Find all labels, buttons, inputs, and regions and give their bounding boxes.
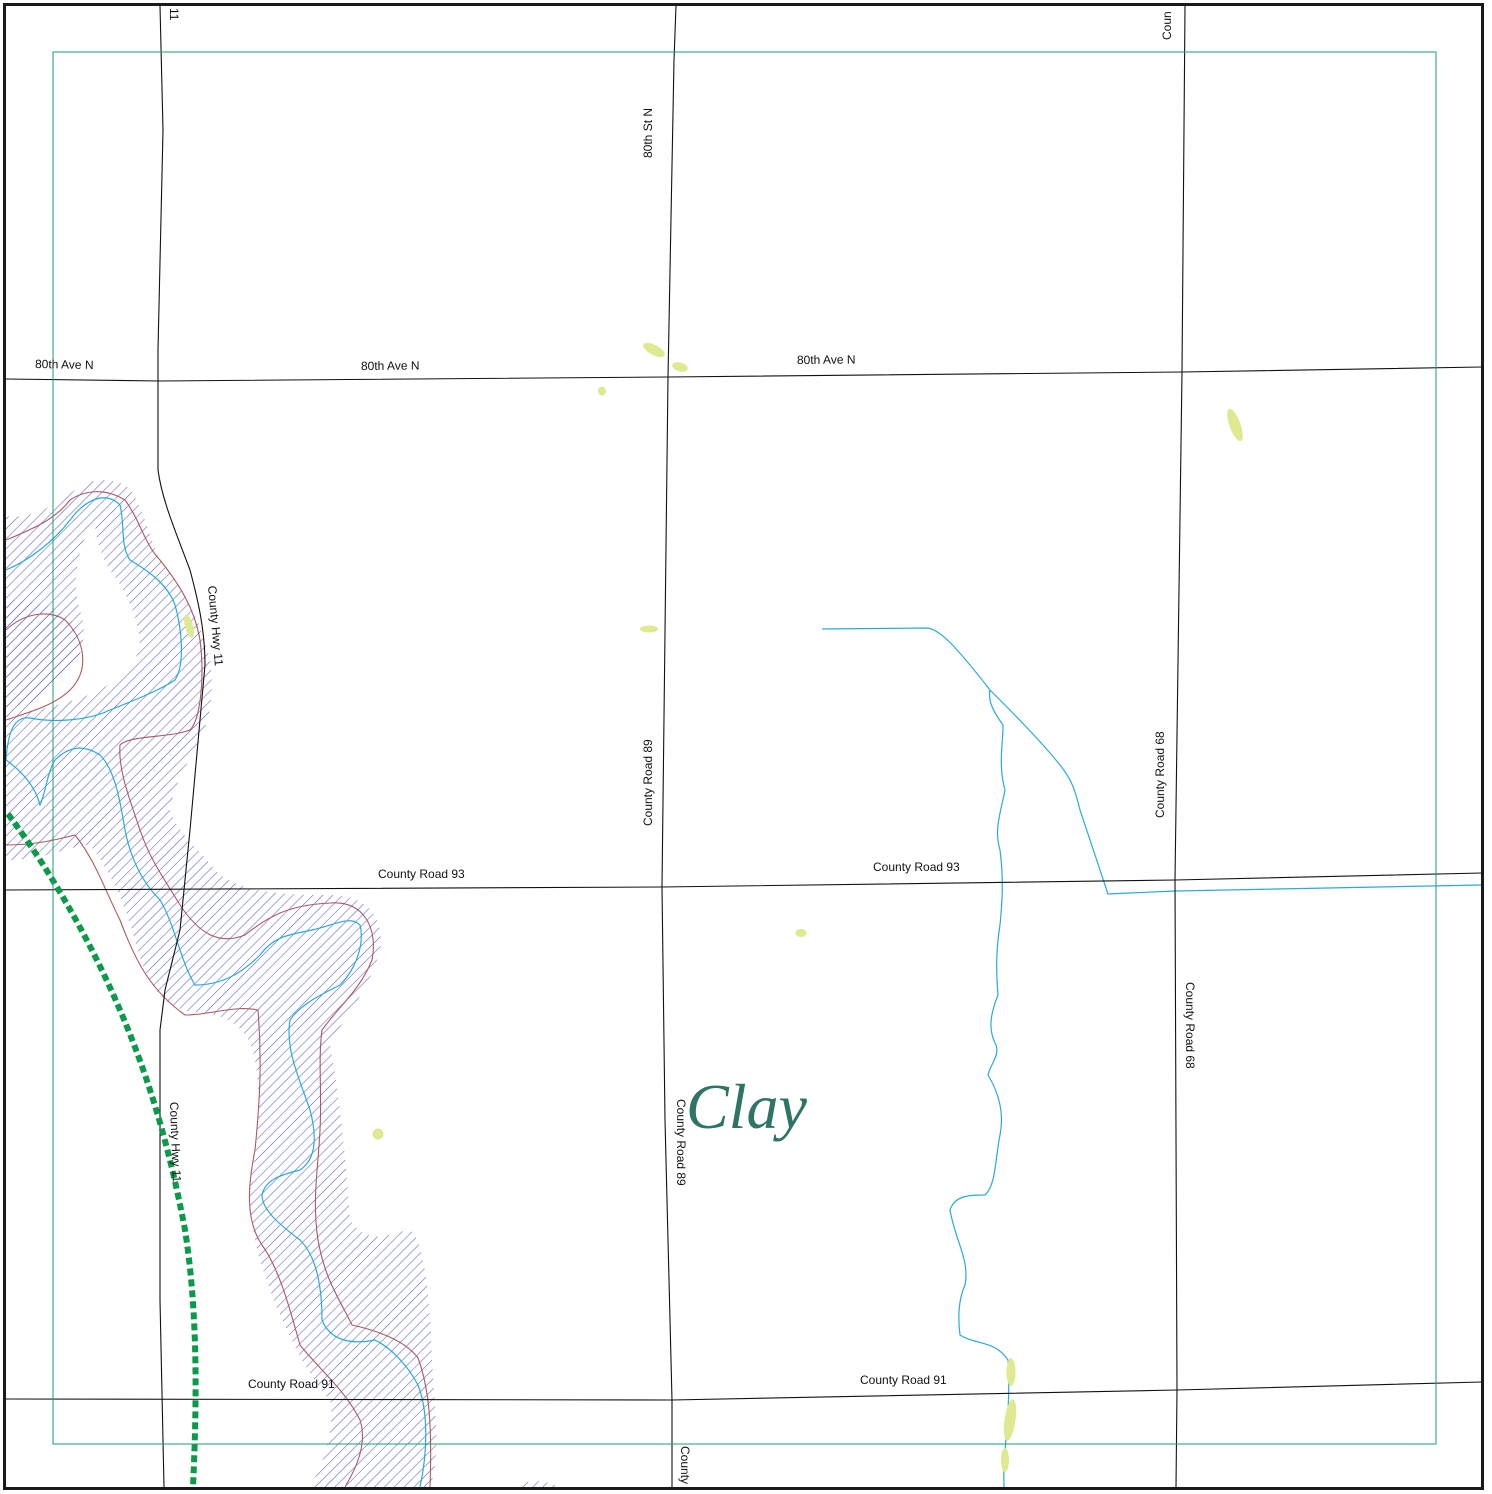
road-label-cr93-east: County Road 93 bbox=[873, 860, 960, 874]
road-label-cr89-south: County Road 89 bbox=[674, 1099, 688, 1186]
floodplain-boundary bbox=[6, 491, 432, 1487]
road-label-hwy11-top: 11 bbox=[167, 8, 181, 21]
map-extent bbox=[52, 51, 1437, 1445]
wetland-areas bbox=[184, 342, 1243, 1472]
road-network bbox=[6, 6, 1482, 1487]
road-label-cr68-south: County Road 68 bbox=[1183, 982, 1197, 1069]
road-label-cr93-west: County Road 93 bbox=[378, 867, 465, 881]
road-label-80th-ave-east: 80th Ave N bbox=[797, 352, 856, 367]
road-label-hwy11-south: County Hwy 11 bbox=[167, 1102, 184, 1183]
stream-network bbox=[6, 497, 1482, 1487]
road-label-cr68-north: County Road 68 bbox=[1153, 731, 1167, 818]
road-label-80th-ave-mid: 80th Ave N bbox=[361, 358, 420, 373]
floodplain-zone bbox=[6, 480, 560, 1487]
road-label-cr91-west: County Road 91 bbox=[248, 1377, 335, 1391]
road-label-80th-st: 80th St N bbox=[641, 108, 655, 158]
road-label-80th-ave-west: 80th Ave N bbox=[35, 357, 94, 372]
road-label-cr91-east: County Road 91 bbox=[860, 1373, 947, 1387]
floodplain-boundary-inner bbox=[6, 613, 364, 1487]
road-label-cr89-north: County Road 89 bbox=[641, 739, 655, 826]
road-labels: 80th Ave N 80th Ave N 80th Ave N 80th St… bbox=[35, 8, 1197, 1484]
road-label-county-bottom: County bbox=[678, 1446, 692, 1484]
place-label-clay: Clay bbox=[686, 1071, 807, 1142]
rail-line bbox=[6, 812, 199, 1487]
road-label-county-top: Coun bbox=[1160, 11, 1174, 40]
map-frame bbox=[3, 3, 1484, 1490]
